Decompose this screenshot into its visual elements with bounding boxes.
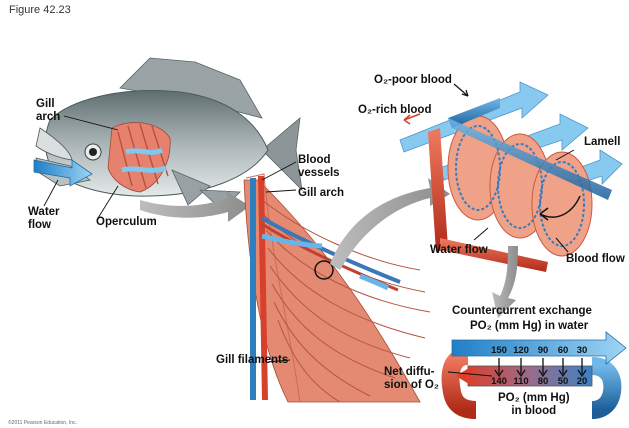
blood-po2-3: 50: [558, 376, 569, 387]
blood-po2-4: 20: [577, 376, 588, 387]
label-o2-rich-blood: O₂-rich blood: [358, 104, 431, 117]
water-po2-3: 60: [558, 345, 569, 356]
label-gill-filaments: Gill filaments: [216, 354, 288, 367]
label-operculum: Operculum: [96, 216, 157, 229]
water-po2-2: 90: [538, 345, 549, 356]
label-countercurrent: Countercurrent exchange: [452, 305, 592, 318]
label-po2-blood: PO₂ (mm Hg)in blood: [498, 392, 570, 418]
label-water-flow-2: Water flow: [430, 244, 488, 257]
blood-po2-2: 80: [538, 376, 549, 387]
water-po2-1: 120: [513, 345, 529, 356]
copyright-notice: ©2011 Pearson Education, Inc.: [8, 420, 77, 426]
label-lamella: Lamell: [584, 136, 620, 149]
water-po2-0: 150: [491, 345, 507, 356]
blood-po2-0: 140: [491, 376, 507, 387]
blood-po2-1: 110: [513, 376, 528, 387]
label-po2-water: PO₂ (mm Hg) in water: [470, 320, 588, 333]
label-blood-flow: Blood flow: [566, 253, 625, 266]
label-gill-arch-2: Gill arch: [298, 187, 344, 200]
water-po2-4: 30: [577, 345, 588, 356]
label-o2-poor-blood: O₂-poor blood: [374, 74, 452, 87]
label-net-diffusion: Net diffu-sion of O₂: [384, 366, 439, 392]
